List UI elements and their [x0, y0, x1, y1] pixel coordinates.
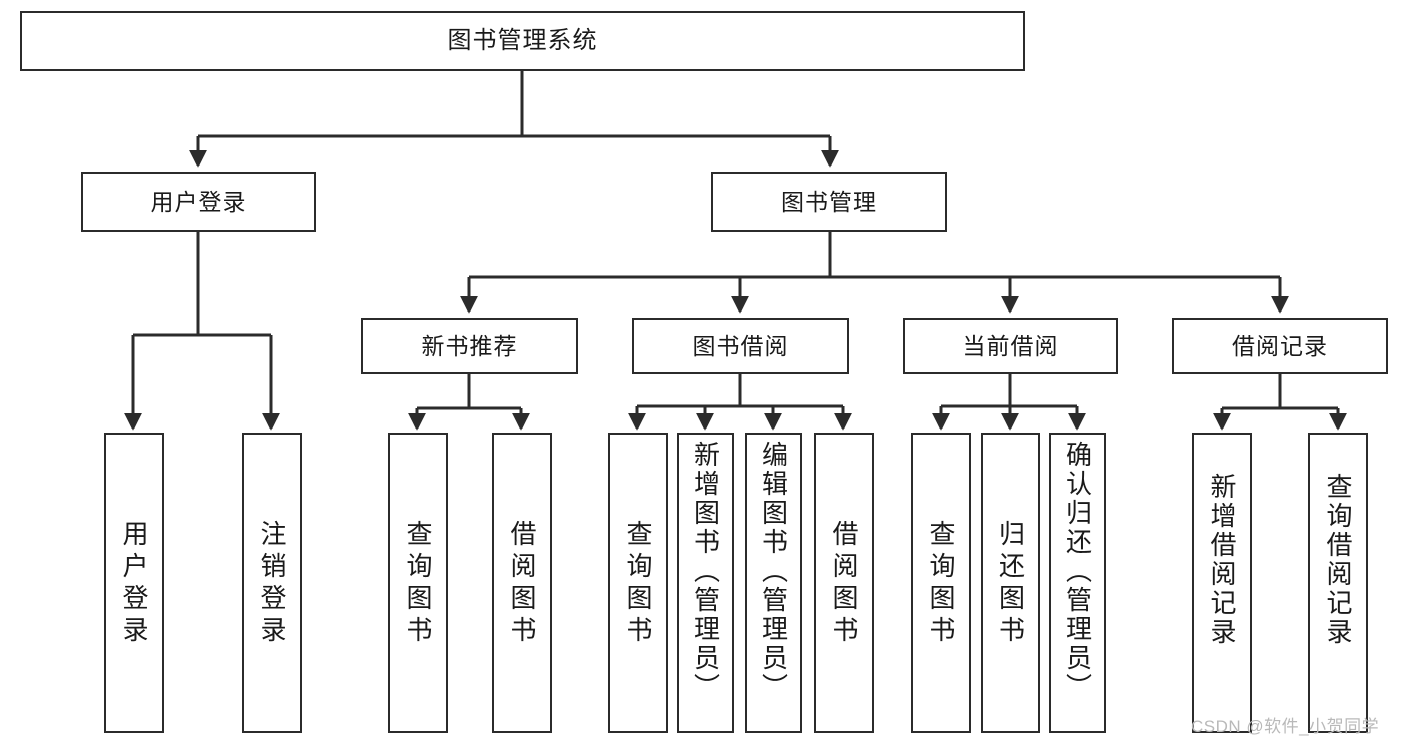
node-user-login[interactable]: 用户登录 — [81, 172, 316, 232]
node-label: 新增图书（管理员） — [690, 441, 721, 702]
leaf-query-borrow-record[interactable]: 查询借阅记录 — [1308, 433, 1368, 733]
leaf-return-book[interactable]: 归还图书 — [981, 433, 1040, 733]
node-label: 新书推荐 — [421, 332, 518, 359]
leaf-query-book-current[interactable]: 查询图书 — [911, 433, 971, 733]
node-book-management[interactable]: 图书管理 — [711, 172, 947, 232]
node-label: 新增借阅记录 — [1207, 473, 1237, 647]
leaf-query-book-borrow[interactable]: 查询图书 — [608, 433, 668, 733]
node-root-system[interactable]: 图书管理系统 — [20, 11, 1025, 71]
leaf-query-book-recommend[interactable]: 查询图书 — [388, 433, 448, 733]
node-label: 借阅图书 — [507, 520, 537, 648]
leaf-add-borrow-record[interactable]: 新增借阅记录 — [1192, 433, 1252, 733]
leaf-user-logout[interactable]: 注销登录 — [242, 433, 302, 733]
leaf-edit-book-admin[interactable]: 编辑图书（管理员） — [745, 433, 802, 733]
node-label: 查询图书 — [926, 520, 956, 648]
csdn-watermark: CSDN @软件_小贺同学 — [1191, 717, 1380, 736]
node-label: 用户登录 — [150, 188, 247, 215]
leaf-add-book-admin[interactable]: 新增图书（管理员） — [677, 433, 734, 733]
node-book-borrow[interactable]: 图书借阅 — [632, 318, 849, 374]
node-borrow-record[interactable]: 借阅记录 — [1172, 318, 1388, 374]
node-label: 查询图书 — [623, 520, 653, 648]
node-label: 借阅图书 — [829, 520, 859, 648]
leaf-confirm-return-admin[interactable]: 确认归还（管理员） — [1049, 433, 1106, 733]
node-current-borrow[interactable]: 当前借阅 — [903, 318, 1118, 374]
leaf-user-login[interactable]: 用户登录 — [104, 433, 164, 733]
node-label: 图书管理系统 — [447, 27, 598, 55]
node-label: 查询图书 — [403, 520, 433, 648]
node-label: 图书管理 — [781, 188, 877, 215]
node-label: 用户登录 — [119, 520, 149, 648]
node-label: 注销登录 — [257, 520, 287, 648]
node-label: 确认归还（管理员） — [1062, 441, 1093, 702]
node-label: 当前借阅 — [962, 332, 1059, 359]
node-new-book-recommend[interactable]: 新书推荐 — [361, 318, 578, 374]
node-label: 归还图书 — [995, 520, 1026, 648]
node-label: 查询借阅记录 — [1323, 473, 1353, 647]
node-label: 图书借阅 — [692, 332, 789, 359]
leaf-borrow-book-recommend[interactable]: 借阅图书 — [492, 433, 552, 733]
node-label: 编辑图书（管理员） — [758, 441, 789, 702]
node-label: 借阅记录 — [1232, 332, 1328, 359]
leaf-borrow-book-borrow[interactable]: 借阅图书 — [814, 433, 874, 733]
